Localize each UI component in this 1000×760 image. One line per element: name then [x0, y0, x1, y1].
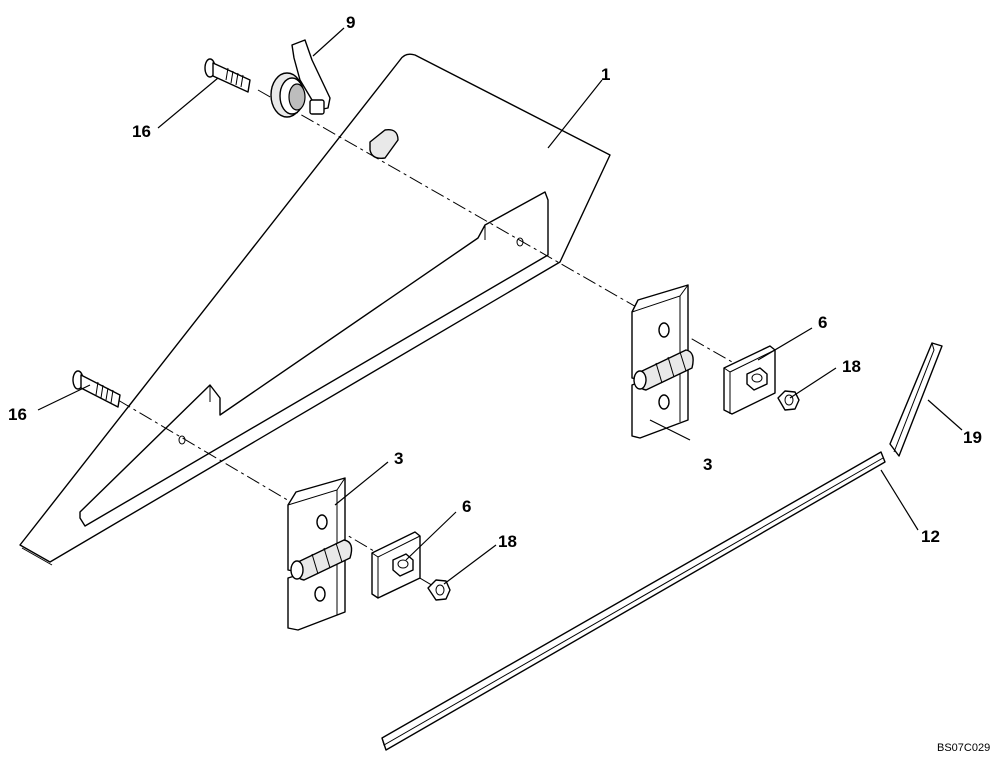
callout-plate-lower: 6 [462, 497, 471, 516]
callout-hinge-lower: 3 [394, 449, 403, 468]
panel-part-1 [19, 53, 611, 566]
hinge-upper-part-3 [631, 284, 694, 439]
callout-hinge-upper: 3 [703, 455, 712, 474]
plate-upper-part-6 [723, 345, 776, 415]
callout-strip: 12 [921, 527, 940, 546]
strip-part-12 [381, 451, 886, 751]
leader-lines [37, 27, 963, 585]
bolt-upper-part-16 [204, 58, 251, 93]
callout-bolt-upper: 16 [132, 122, 151, 141]
callout-bolt-lower: 16 [8, 405, 27, 424]
drawing-code: BS07C029 [937, 742, 990, 754]
nut-lower-part-18 [427, 579, 451, 601]
bolt-lower-part-16 [72, 370, 121, 408]
callout-nut-lower: 18 [498, 532, 517, 551]
callout-plate-upper: 6 [818, 313, 827, 332]
callout-nut-upper: 18 [842, 357, 861, 376]
latch-part-9 [270, 39, 331, 118]
seal-part-19 [889, 342, 943, 457]
callout-latch: 9 [346, 13, 355, 32]
hinge-lower-part-3 [287, 477, 353, 631]
plate-lower-part-6 [371, 531, 421, 599]
callout-seal: 19 [963, 428, 982, 447]
callout-panel: 1 [601, 65, 610, 84]
